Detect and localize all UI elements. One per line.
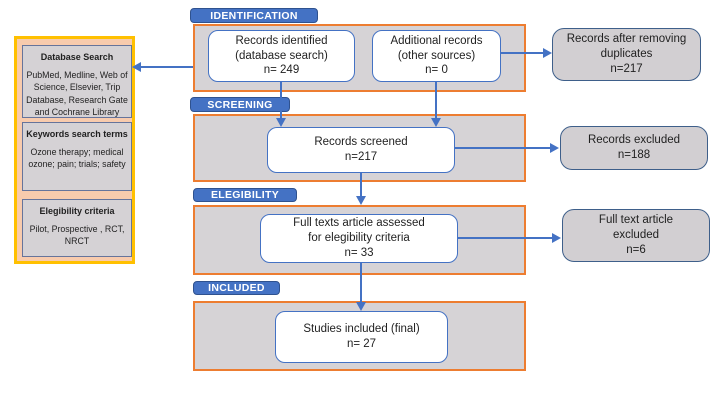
stage-label-screening: SCREENING — [190, 97, 290, 112]
keywords-heading: Keywords search terms — [26, 129, 128, 139]
studies-included-text: Studies included (final) n= 27 — [303, 323, 420, 350]
arrow-identified-to-screened — [280, 82, 282, 119]
records-identified-text: Records identified (database search) n= … — [235, 34, 328, 77]
arrow-additional-to-screened-head-icon — [431, 118, 441, 127]
records-excluded-box: Records excluded n=188 — [560, 126, 708, 170]
records-screened-box: Records screened n=217 — [267, 127, 455, 173]
full-text-assessed-text: Full texts article assessed for elegibil… — [293, 217, 425, 259]
arrow-identification-to-sidebar — [140, 66, 193, 68]
arrow-additional-to-duplicates-head-icon — [543, 48, 552, 58]
database-search-body: PubMed, Medline, Web of Science, Elsevie… — [26, 70, 128, 117]
additional-records-text: Additional records (other sources) n= 0 — [390, 34, 483, 77]
studies-included-box: Studies included (final) n= 27 — [275, 311, 448, 363]
arrow-screened-to-fulltext-head-icon — [356, 196, 366, 205]
keywords-body: Ozone therapy; medical ozone; pain; tria… — [28, 147, 126, 170]
after-duplicates-box: Records after removing duplicates n=217 — [552, 28, 701, 81]
arrow-screened-to-excluded-head-icon — [550, 143, 559, 153]
arrow-additional-to-duplicates — [501, 52, 544, 54]
full-text-excluded-text: Full text article excluded n=6 — [598, 214, 674, 256]
after-duplicates-text: Records after removing duplicates n=217 — [566, 33, 687, 75]
additional-records-box: Additional records (other sources) n= 0 — [372, 30, 501, 82]
records-screened-text: Records screened n=217 — [314, 136, 408, 163]
arrow-fulltext-to-excluded — [458, 237, 553, 239]
arrow-additional-to-screened — [435, 82, 437, 119]
arrow-identified-to-screened-head-icon — [276, 118, 286, 127]
arrow-fulltext-to-included — [360, 263, 362, 303]
full-text-excluded-box: Full text article excluded n=6 — [562, 209, 710, 262]
arrow-screened-to-excluded — [455, 147, 551, 149]
eligibility-criteria-body: Pilot, Prospective , RCT, NRCT — [29, 224, 125, 247]
stage-label-eligibility: ELEGIBILITY — [193, 188, 297, 202]
arrow-screened-to-fulltext — [360, 173, 362, 197]
records-excluded-text: Records excluded n=188 — [587, 134, 681, 161]
arrow-fulltext-to-included-head-icon — [356, 302, 366, 311]
arrow-fulltext-to-excluded-head-icon — [552, 233, 561, 243]
stage-label-included: INCLUDED — [193, 281, 280, 295]
records-identified-box: Records identified (database search) n= … — [208, 30, 355, 82]
eligibility-criteria-box: Elegibility criteria Pilot, Prospective … — [22, 199, 132, 257]
eligibility-criteria-heading: Elegibility criteria — [39, 206, 115, 216]
full-text-assessed-box: Full texts article assessed for elegibil… — [260, 214, 458, 263]
stage-label-identification: IDENTIFICATION — [190, 8, 318, 23]
arrow-identification-to-sidebar-head-icon — [132, 62, 141, 72]
keywords-box: Keywords search terms Ozone therapy; med… — [22, 122, 132, 191]
database-search-box: Database Search PubMed, Medline, Web of … — [22, 45, 132, 118]
database-search-heading: Database Search — [40, 52, 114, 62]
